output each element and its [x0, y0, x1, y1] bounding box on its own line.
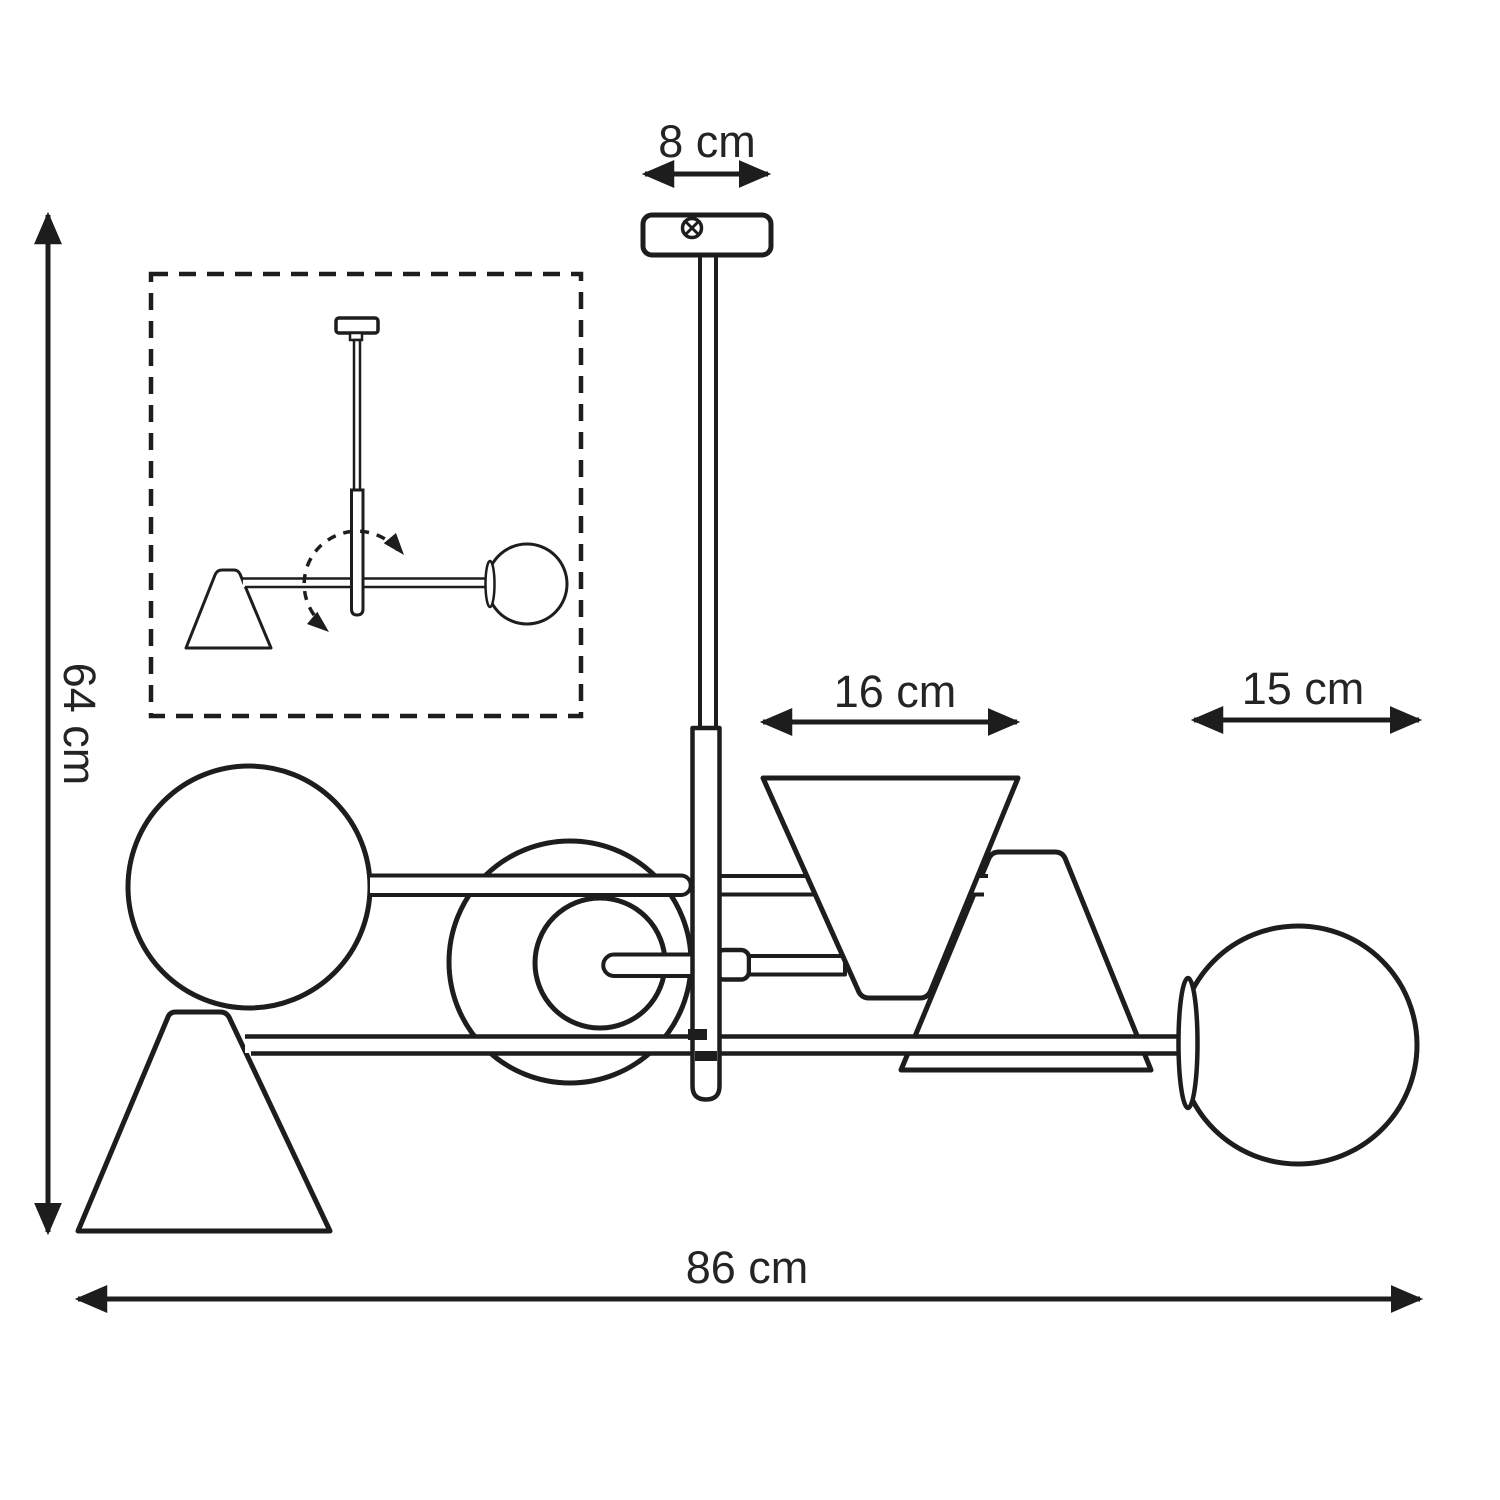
mount-width-label: 8 cm [658, 116, 756, 167]
inset-ceiling-plate [334, 316, 380, 335]
clamp-tab-lower [695, 1051, 717, 1061]
main-lamp-drawing [75, 212, 1420, 1234]
left-glass-globe [125, 763, 373, 1011]
inset-rod-upper [352, 338, 362, 493]
inset-rod-sleeve [350, 488, 365, 617]
bulb-holder-arm [601, 947, 847, 982]
left-cone-shade [75, 1009, 333, 1234]
dimension-shade-width: 16 cm [759, 666, 1021, 736]
inset-rotation-diagram [148, 271, 584, 719]
right-glass-globe [1176, 923, 1420, 1167]
dimension-overall-width: 86 cm [74, 1242, 1424, 1313]
dimension-annotations: 8 cm 64 cm 16 cm 15 cm 86 cm [34, 116, 1424, 1313]
right-cone-shade [898, 849, 1154, 1073]
overall-height-label: 64 cm [54, 663, 105, 786]
inset-dashed-border [148, 271, 584, 719]
inset-globe-socket [484, 559, 496, 609]
dimension-overall-height: 64 cm [34, 211, 105, 1236]
clamp-tab-upper [688, 1029, 707, 1040]
inset-glass-globe [485, 542, 569, 626]
inset-horizontal-arm [243, 577, 488, 589]
right-globe-socket [1176, 975, 1200, 1111]
ceiling-mount-plate [640, 212, 774, 258]
dimension-mount-width: 8 cm [641, 116, 772, 188]
shade-width-label: 16 cm [834, 666, 957, 717]
overall-width-label: 86 cm [686, 1242, 809, 1293]
globe-diameter-label: 15 cm [1242, 663, 1365, 714]
screw-icon [680, 216, 704, 240]
suspension-rod-upper [698, 253, 718, 732]
suspension-rod-lower [690, 725, 722, 1102]
rotation-arrows-icon [302, 529, 404, 632]
funnel-shade [760, 775, 1021, 1001]
inset-cone-shade [184, 568, 273, 650]
dimension-globe-diameter: 15 cm [1190, 663, 1423, 734]
